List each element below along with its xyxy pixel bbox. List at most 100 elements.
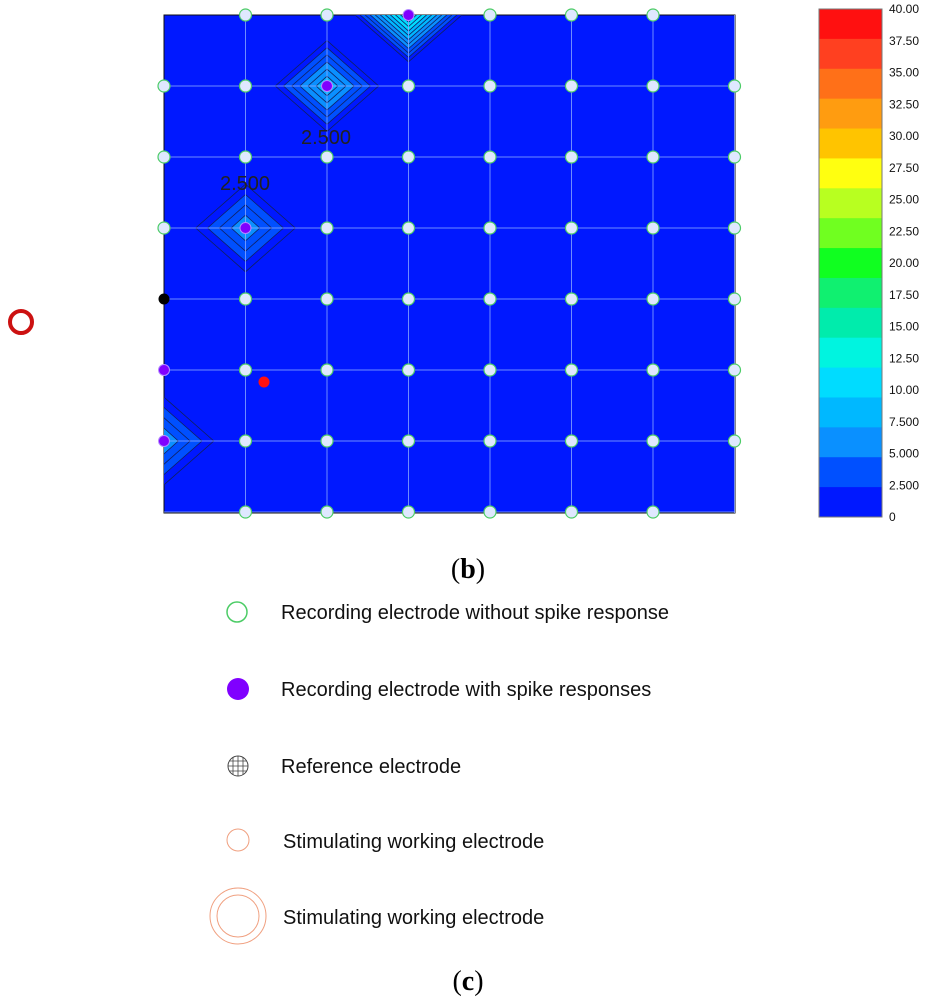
recording-electrode bbox=[238, 150, 253, 164]
colorbar-tick-label: 15.00 bbox=[889, 320, 919, 334]
legend-entry: Recording electrode without spike respon… bbox=[281, 602, 669, 624]
large-orange-double-ring-icon bbox=[209, 887, 267, 945]
recording-electrode bbox=[401, 150, 416, 164]
colorbar-tick-label: 5.000 bbox=[889, 447, 919, 461]
recording-electrode bbox=[483, 292, 497, 306]
recording-electrode bbox=[401, 79, 416, 93]
recording-electrode bbox=[564, 434, 579, 448]
stimulating-point-marker bbox=[258, 376, 270, 388]
recording-electrode bbox=[564, 505, 579, 519]
recording-electrode bbox=[564, 363, 579, 377]
colorbar-tick-label: 20.00 bbox=[889, 256, 919, 270]
panel-label-c: (c) bbox=[452, 966, 483, 997]
open-green-circle-icon bbox=[226, 601, 248, 623]
recording-electrode bbox=[483, 221, 497, 235]
small-orange-ring-icon bbox=[226, 828, 250, 852]
colorbar-tick-label: 17.50 bbox=[889, 288, 919, 302]
colorbar-cell bbox=[819, 487, 882, 518]
colorbar-cell bbox=[819, 218, 882, 249]
gridded-circle-icon bbox=[227, 755, 249, 777]
recording-electrode bbox=[238, 363, 253, 377]
filled-purple-circle-icon bbox=[227, 678, 249, 700]
spike-electrode bbox=[321, 80, 333, 92]
electrode-gridlines bbox=[164, 15, 735, 513]
legend-entry: Stimulating working electrode bbox=[283, 831, 544, 853]
recording-electrode bbox=[564, 8, 579, 22]
electrode-layer bbox=[157, 8, 742, 519]
colorbar-cell bbox=[819, 457, 882, 488]
legend-entry: Recording electrode with spike responses bbox=[281, 679, 651, 701]
reference-electrode bbox=[158, 293, 170, 305]
colorbar-tick-label: 10.00 bbox=[889, 383, 919, 397]
contour-label: 2.500 bbox=[301, 127, 351, 149]
colorbar-cell bbox=[819, 188, 882, 219]
recording-electrode bbox=[646, 434, 660, 448]
colorbar-cell bbox=[819, 427, 882, 458]
recording-electrode bbox=[320, 292, 334, 306]
panel-label-b: (b) bbox=[451, 554, 485, 585]
spike-electrode bbox=[158, 435, 170, 447]
colorbar: 40.0037.5035.0032.5030.0027.5025.0022.50… bbox=[818, 2, 919, 524]
recording-electrode bbox=[564, 150, 579, 164]
recording-electrode bbox=[238, 292, 253, 306]
recording-electrode bbox=[401, 363, 416, 377]
stimulating-electrode-ring bbox=[8, 309, 34, 335]
colorbar-tick-label: 22.50 bbox=[889, 224, 919, 238]
recording-electrode bbox=[320, 8, 334, 22]
recording-electrode bbox=[157, 221, 171, 235]
colorbar-cell bbox=[819, 248, 882, 279]
recording-electrode bbox=[320, 363, 334, 377]
recording-electrode bbox=[238, 505, 253, 519]
recording-electrode bbox=[320, 505, 334, 519]
recording-electrode bbox=[320, 434, 334, 448]
recording-electrode bbox=[564, 79, 579, 93]
recording-electrode bbox=[483, 363, 497, 377]
colorbar-tick-label: 40.00 bbox=[889, 2, 919, 16]
recording-electrode bbox=[483, 79, 497, 93]
recording-electrode bbox=[401, 292, 416, 306]
colorbar-tick-label: 2.500 bbox=[889, 478, 919, 492]
colorbar-cell bbox=[819, 68, 882, 100]
recording-electrode bbox=[238, 434, 253, 448]
colorbar-cell bbox=[819, 9, 882, 40]
colorbar-cells bbox=[819, 9, 882, 518]
recording-electrode bbox=[401, 505, 416, 519]
colorbar-tick-label: 27.50 bbox=[889, 161, 919, 175]
spike-electrode bbox=[158, 364, 170, 376]
legend-entry: Reference electrode bbox=[281, 756, 461, 778]
recording-electrode bbox=[483, 8, 497, 22]
recording-electrode bbox=[727, 363, 742, 377]
recording-electrode bbox=[238, 79, 253, 93]
recording-electrode bbox=[157, 79, 171, 93]
recording-electrode bbox=[564, 221, 579, 235]
recording-electrode bbox=[727, 221, 742, 235]
colorbar-cell bbox=[819, 98, 882, 130]
recording-electrode bbox=[646, 79, 660, 93]
legend-entry: Stimulating working electrode bbox=[283, 907, 544, 929]
recording-electrode bbox=[401, 434, 416, 448]
colorbar-tick-label: 37.50 bbox=[889, 34, 919, 48]
recording-electrode bbox=[727, 292, 742, 306]
colorbar-cell bbox=[819, 158, 882, 189]
recording-electrode bbox=[157, 150, 171, 164]
colorbar-cell bbox=[819, 397, 882, 428]
colorbar-cell bbox=[819, 38, 882, 70]
colorbar-tick-label: 30.00 bbox=[889, 129, 919, 143]
recording-electrode bbox=[320, 150, 334, 164]
colorbar-tick-label: 7.500 bbox=[889, 415, 919, 429]
recording-electrode bbox=[646, 505, 660, 519]
colorbar-frame bbox=[818, 8, 883, 518]
colorbar-ticks: 40.0037.5035.0032.5030.0027.5025.0022.50… bbox=[889, 2, 919, 524]
colorbar-cell bbox=[819, 277, 882, 309]
colorbar-tick-label: 0 bbox=[889, 510, 896, 524]
colorbar-tick-label: 12.50 bbox=[889, 351, 919, 365]
heatmap-panel: 2.500 2.500 bbox=[157, 8, 742, 519]
recording-electrode bbox=[727, 150, 742, 164]
recording-electrode bbox=[727, 434, 742, 448]
spike-electrode bbox=[239, 222, 252, 234]
recording-electrode bbox=[564, 292, 579, 306]
colorbar-cell bbox=[819, 367, 882, 398]
colorbar-cell bbox=[819, 128, 882, 159]
recording-electrode bbox=[483, 150, 497, 164]
